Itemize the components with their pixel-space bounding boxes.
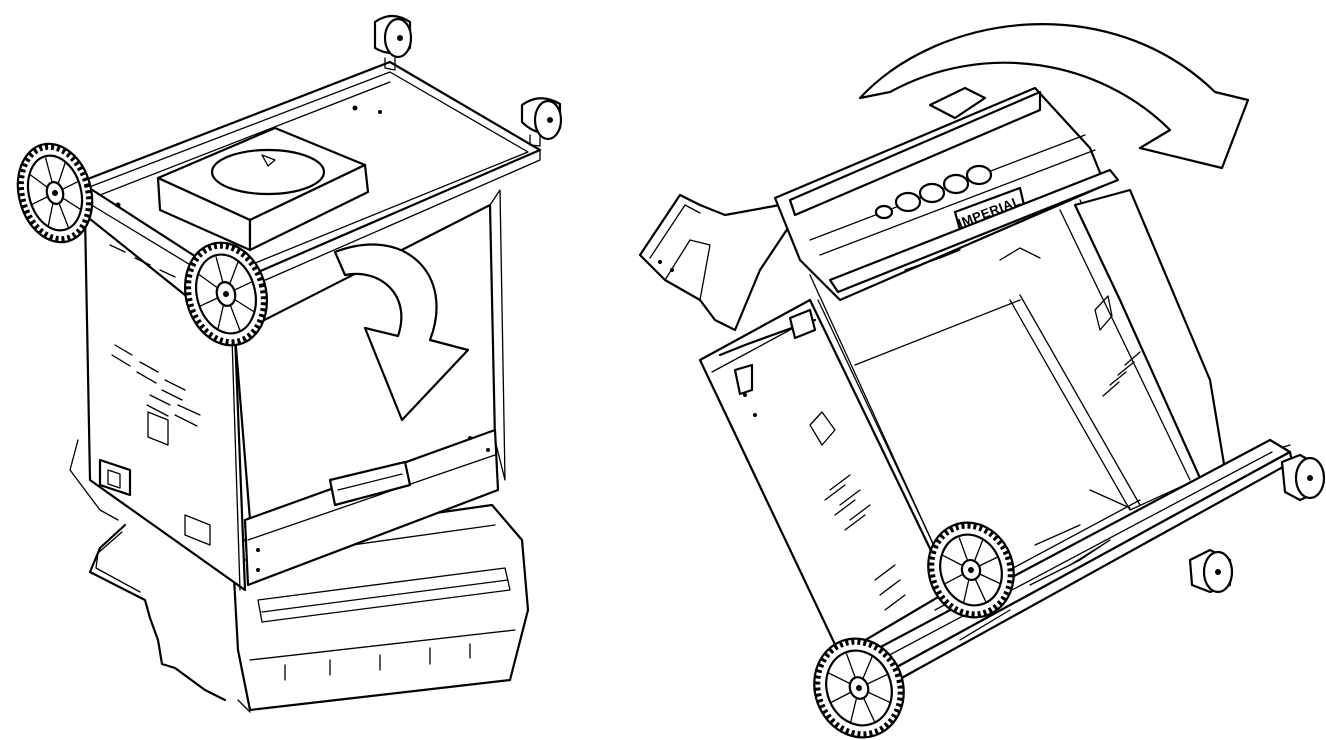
curved-clockwise-arrow-icon (858, 23, 1250, 170)
control-panel-assembly: IMPERIAL (773, 86, 1120, 302)
vent-slots (109, 244, 201, 427)
caster-icon (373, 14, 413, 71)
caster-icon (520, 97, 563, 147)
curved-down-arrow-icon (333, 243, 470, 422)
left-panel-inverted-cart (16, 14, 563, 713)
wheel-icon (16, 142, 94, 244)
wheel-icon (927, 521, 1015, 619)
control-knob-icon (874, 164, 993, 220)
caster-icon (1280, 453, 1326, 502)
right-panel-rotating-cart: IMPERIAL (638, 23, 1326, 739)
wheel-icon (813, 637, 905, 739)
wheel-icon (183, 241, 269, 347)
lid-handle (88, 523, 227, 702)
side-shelf-lid (638, 193, 792, 332)
caster-icon (1188, 548, 1234, 594)
